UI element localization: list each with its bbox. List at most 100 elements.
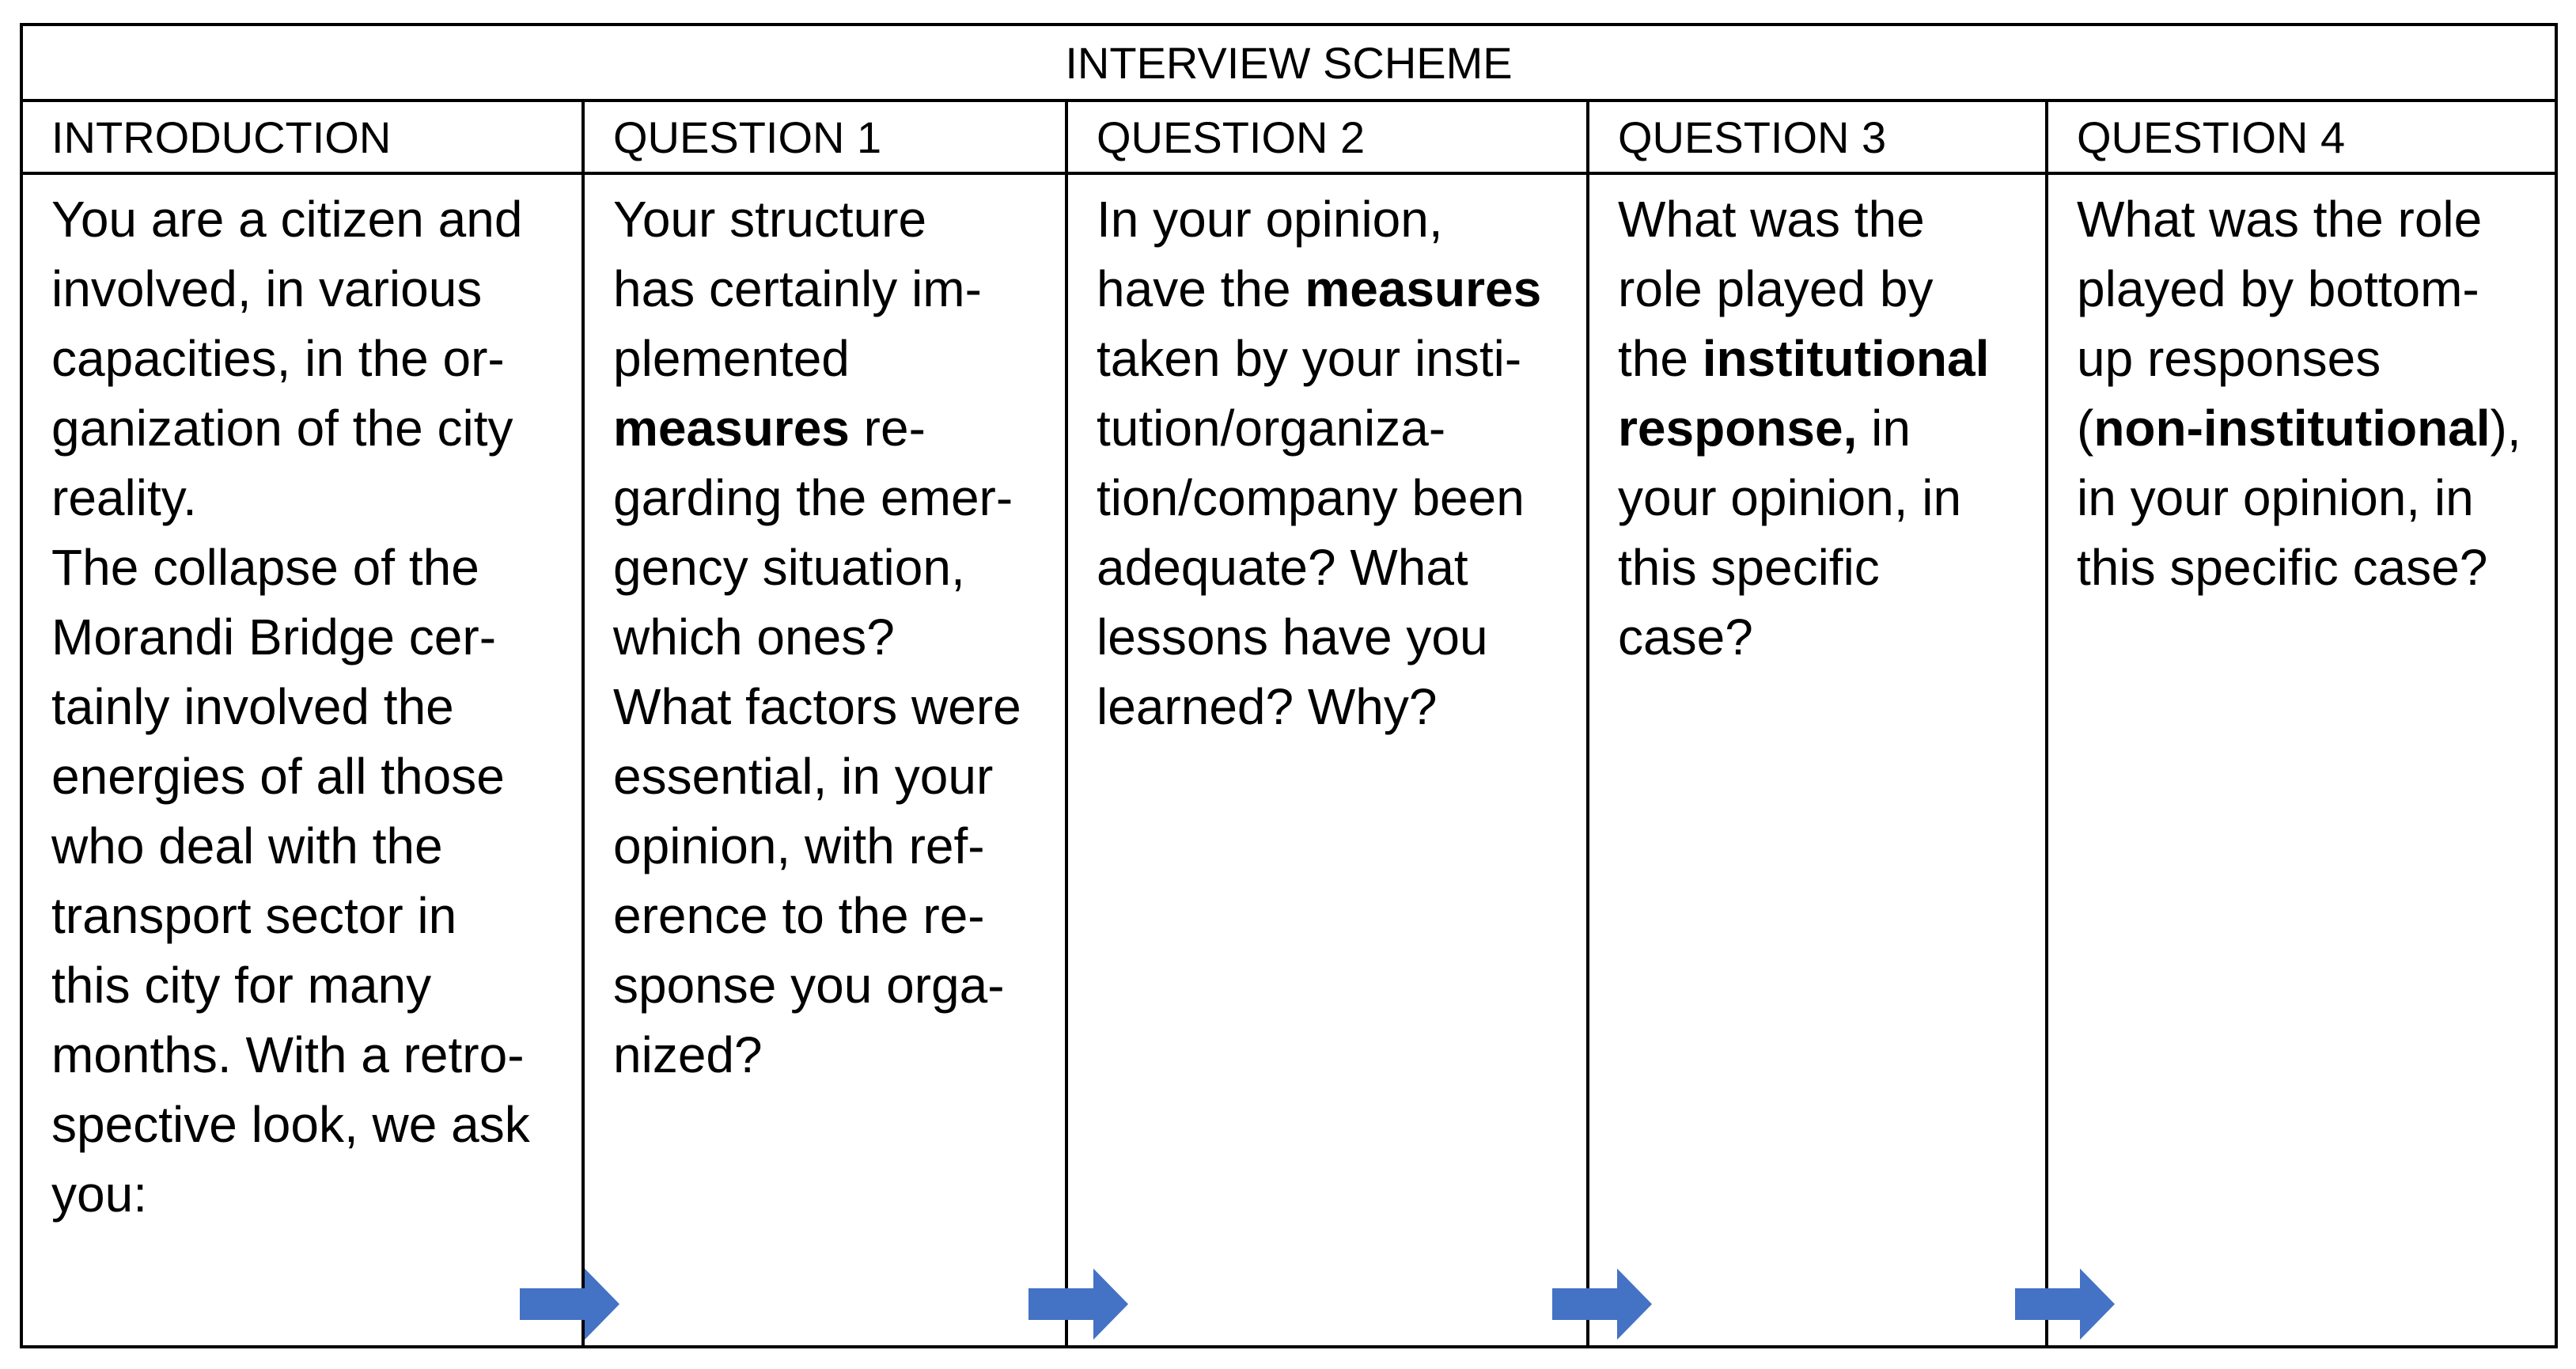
text: your opinion, in bbox=[1618, 469, 1962, 526]
body-text-line: months. With a retro- bbox=[51, 1020, 566, 1090]
bold-text: measures bbox=[613, 400, 850, 457]
text: energies of all those bbox=[51, 748, 505, 805]
body-text-line: capacities, in the or- bbox=[51, 324, 566, 393]
bold-text: measures bbox=[1305, 260, 1542, 317]
body-text-line: What was the bbox=[1618, 184, 2029, 254]
text: who deal with the bbox=[51, 817, 443, 874]
column-body: You are a citizen and involved, in variou… bbox=[23, 175, 581, 1229]
text: role played by bbox=[1618, 260, 1934, 317]
text: have the bbox=[1097, 260, 1305, 317]
text: the bbox=[1618, 330, 1703, 387]
text: ( bbox=[2077, 400, 2094, 457]
text: garding the emer- bbox=[613, 469, 1013, 526]
body-text-line: has certainly im- bbox=[613, 254, 1049, 324]
body-text-line: who deal with the bbox=[51, 811, 566, 881]
body-text-line: role played by bbox=[1618, 254, 2029, 324]
text: you: bbox=[51, 1166, 147, 1223]
body-text-line: erence to the re- bbox=[613, 881, 1049, 950]
text: ), bbox=[2490, 400, 2521, 457]
text: which ones? bbox=[613, 609, 895, 666]
body-text-line: this specific case? bbox=[2077, 533, 2539, 602]
text: plemented bbox=[613, 330, 850, 387]
body-text-line: nized? bbox=[613, 1020, 1049, 1090]
text: this city for many bbox=[51, 957, 432, 1014]
body-text-line: learned? Why? bbox=[1097, 672, 1570, 741]
body-text-line: sponse you orga- bbox=[613, 950, 1049, 1020]
text: this specific case? bbox=[2077, 539, 2488, 596]
text: case? bbox=[1618, 609, 1753, 666]
right-arrow-icon bbox=[520, 1269, 619, 1340]
body-text-line: gency situation, bbox=[613, 533, 1049, 602]
text: What was the role bbox=[2077, 191, 2483, 248]
text: played by bottom- bbox=[2077, 260, 2479, 317]
body-text-line: which ones? bbox=[613, 602, 1049, 672]
body-text-line: up responses bbox=[2077, 324, 2539, 393]
body-text-line: reality. bbox=[51, 463, 566, 533]
column-question-3: QUESTION 3 What was the role played by the… bbox=[1586, 102, 2045, 1345]
body-text-line: In your opinion, bbox=[1097, 184, 1570, 254]
text: tainly involved the bbox=[51, 678, 454, 735]
text: You are a citizen and bbox=[51, 191, 523, 248]
right-arrow-icon bbox=[1552, 1269, 1652, 1340]
text: involved, in various bbox=[51, 260, 483, 317]
text: In your opinion, bbox=[1097, 191, 1443, 248]
bold-text: non-institutional bbox=[2093, 400, 2491, 457]
text: reality. bbox=[51, 469, 197, 526]
body-text-line: Morandi Bridge cer- bbox=[51, 602, 566, 672]
body-text-line: adequate? What bbox=[1097, 533, 1570, 602]
text: tution/organiza- bbox=[1097, 400, 1446, 457]
column-body: Your structure has certainly im-plemented… bbox=[585, 175, 1065, 1090]
text: Morandi Bridge cer- bbox=[51, 609, 496, 666]
text: What factors were bbox=[613, 678, 1021, 735]
body-text-line: (non-institutional), bbox=[2077, 393, 2539, 463]
text: Your structure bbox=[613, 191, 927, 248]
body-text-line: response, in bbox=[1618, 393, 2029, 463]
right-arrow-icon bbox=[1029, 1269, 1128, 1340]
body-text-line: played by bottom- bbox=[2077, 254, 2539, 324]
body-text-line: The collapse of the bbox=[51, 533, 566, 602]
column-header: QUESTION 2 bbox=[1068, 102, 1586, 175]
column-question-4: QUESTION 4 What was the role played by bo… bbox=[2045, 102, 2555, 1345]
column-question-2: QUESTION 2 In your opinion, have the meas… bbox=[1065, 102, 1586, 1345]
body-text-line: taken by your insti- bbox=[1097, 324, 1570, 393]
text: this specific bbox=[1618, 539, 1880, 596]
column-body: What was the role played by the institutio… bbox=[1589, 175, 2045, 672]
body-text-line: the institutional bbox=[1618, 324, 2029, 393]
body-text-line: ganization of the city bbox=[51, 393, 566, 463]
body-text-line: this specific bbox=[1618, 533, 2029, 602]
body-text-line: you: bbox=[51, 1159, 566, 1229]
bold-text: institutional bbox=[1702, 330, 1990, 387]
body-text-line: tainly involved the bbox=[51, 672, 566, 741]
interview-scheme-table: INTERVIEW SCHEME INTRODUCTION You are a … bbox=[20, 23, 2558, 1348]
text: erence to the re- bbox=[613, 887, 985, 944]
text: re- bbox=[849, 400, 926, 457]
text: learned? Why? bbox=[1097, 678, 1438, 735]
text: spective look, we ask bbox=[51, 1096, 530, 1153]
body-text-line: garding the emer- bbox=[613, 463, 1049, 533]
bold-text: response, bbox=[1618, 400, 1858, 457]
body-text-line: this city for many bbox=[51, 950, 566, 1020]
column-header: INTRODUCTION bbox=[23, 102, 581, 175]
text: The collapse of the bbox=[51, 539, 479, 596]
text: tion/company been bbox=[1097, 469, 1525, 526]
body-text-line: You are a citizen and bbox=[51, 184, 566, 254]
column-header: QUESTION 4 bbox=[2048, 102, 2555, 175]
column-header: QUESTION 3 bbox=[1589, 102, 2045, 175]
table-title: INTERVIEW SCHEME bbox=[23, 26, 2555, 102]
column-body: What was the role played by bottom-up res… bbox=[2048, 175, 2555, 602]
body-text-line: in your opinion, in bbox=[2077, 463, 2539, 533]
body-text-line: case? bbox=[1618, 602, 2029, 672]
text: months. With a retro- bbox=[51, 1026, 525, 1083]
body-text-line: have the measures bbox=[1097, 254, 1570, 324]
text: has certainly im- bbox=[613, 260, 982, 317]
column-header: QUESTION 1 bbox=[585, 102, 1065, 175]
text: in bbox=[1857, 400, 1911, 457]
body-text-line: involved, in various bbox=[51, 254, 566, 324]
text: What was the bbox=[1618, 191, 1925, 248]
body-text-line: What factors were bbox=[613, 672, 1049, 741]
body-text-line: tion/company been bbox=[1097, 463, 1570, 533]
text: ganization of the city bbox=[51, 400, 513, 457]
text: in your opinion, in bbox=[2077, 469, 2474, 526]
body-text-line: energies of all those bbox=[51, 741, 566, 811]
